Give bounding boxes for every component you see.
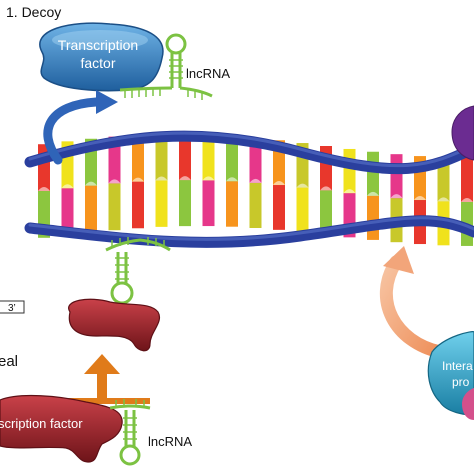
lncrna-top bbox=[119, 33, 213, 100]
transcription-factor-top: Transcription factor bbox=[39, 22, 164, 92]
strand-end-label: 3’ bbox=[8, 303, 16, 314]
dna-backbone-top-highlight bbox=[28, 131, 474, 168]
transcription-factor-bottom: scription factor bbox=[0, 394, 123, 463]
base-pair-bottom bbox=[132, 181, 144, 229]
base-pair-notch bbox=[226, 177, 238, 182]
base-pair-bottom bbox=[226, 181, 238, 227]
dna-backbone-top bbox=[24, 130, 474, 175]
base-pair-bottom bbox=[179, 180, 191, 227]
interacting-protein-label-line1: Intera bbox=[442, 359, 473, 373]
base-pair-notch bbox=[132, 177, 144, 182]
base-pair-bottom bbox=[367, 195, 379, 240]
up-arrow-orange bbox=[54, 354, 150, 404]
base-pair-top bbox=[461, 157, 473, 204]
base-pair-notch bbox=[343, 189, 356, 194]
tf-top-label-line2: factor bbox=[80, 55, 115, 71]
dna-backbone-bottom bbox=[24, 215, 474, 248]
lncrna-bottom bbox=[109, 399, 151, 466]
base-pair-bottom bbox=[273, 185, 285, 230]
base-pair-top bbox=[249, 137, 262, 185]
protein-purple bbox=[451, 105, 474, 161]
base-pair-notch bbox=[85, 181, 97, 186]
transcription-factor-middle bbox=[68, 298, 160, 352]
base-pair-bottom bbox=[85, 185, 97, 233]
dna-base-pairs bbox=[38, 134, 473, 246]
base-pair-notch bbox=[179, 176, 191, 181]
base-pair-notch bbox=[202, 176, 215, 181]
base-pair-notch bbox=[249, 178, 262, 183]
lncrna-bottom-label: lncRNA bbox=[148, 434, 192, 449]
base-pair-top bbox=[390, 154, 403, 201]
base-pair-notch bbox=[414, 196, 426, 201]
base-pair-notch bbox=[155, 176, 168, 181]
curved-arrow-peach bbox=[379, 246, 447, 359]
base-pair-notch bbox=[38, 187, 50, 192]
base-pair-notch bbox=[320, 186, 332, 191]
base-pair-notch bbox=[296, 183, 309, 188]
left-partial-label: eal bbox=[0, 353, 18, 370]
base-pair-top bbox=[179, 134, 191, 183]
protein-pink bbox=[462, 388, 474, 420]
interacting-protein-label-line2: pro bbox=[452, 375, 470, 389]
base-pair-top bbox=[202, 134, 215, 183]
tf-bottom-label: scription factor bbox=[0, 416, 83, 431]
strand-end-box: 3’ bbox=[0, 300, 25, 314]
base-pair-top bbox=[155, 134, 168, 183]
dna-backbone-bottom-highlight bbox=[28, 216, 474, 241]
base-pair-top bbox=[108, 136, 121, 186]
base-pair-bottom bbox=[249, 182, 262, 228]
base-pair-bottom bbox=[320, 190, 332, 235]
base-pair-top bbox=[343, 148, 356, 196]
base-pair-notch bbox=[61, 184, 74, 189]
base-pair-notch bbox=[108, 179, 121, 184]
base-pair-top bbox=[367, 151, 379, 198]
base-pair-bottom bbox=[155, 180, 168, 227]
base-pair-bottom bbox=[108, 183, 121, 231]
lncrna-top-label: lncRNA bbox=[186, 66, 230, 81]
curved-arrow-blue bbox=[43, 90, 118, 165]
base-pair-top bbox=[437, 157, 450, 204]
base-pair-top bbox=[226, 135, 238, 184]
base-pair-bottom bbox=[202, 180, 215, 227]
base-pair-bottom bbox=[296, 187, 309, 233]
panel-title: 1. Decoy bbox=[6, 4, 61, 20]
base-pair-bottom bbox=[61, 188, 74, 236]
base-pair-notch bbox=[437, 197, 450, 202]
dna-helix bbox=[24, 130, 474, 248]
base-pair-notch bbox=[273, 181, 285, 186]
base-pair-top bbox=[132, 135, 144, 184]
tf-top-label-line1: Transcription bbox=[58, 37, 138, 53]
base-pair-notch bbox=[367, 191, 379, 196]
lncrna-middle bbox=[105, 237, 171, 305]
base-pair-notch bbox=[390, 194, 403, 199]
interacting-protein: Intera pro bbox=[427, 331, 474, 416]
base-pair-notch bbox=[461, 197, 473, 202]
